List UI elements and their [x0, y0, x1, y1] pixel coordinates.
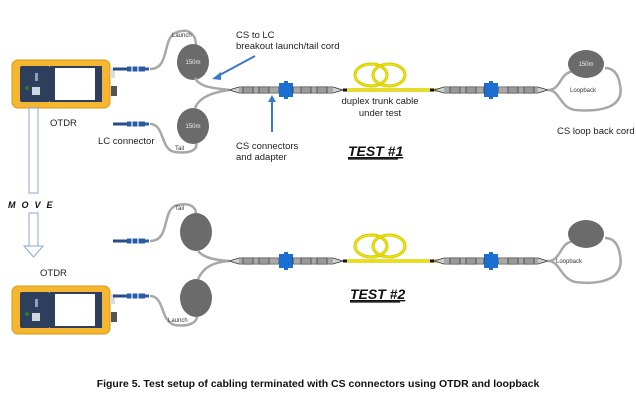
loopback-label-1: Loopback — [570, 88, 597, 94]
figure-caption: Figure 5. Test setup of cabling terminat… — [96, 378, 540, 390]
tail-spool-2 — [180, 213, 212, 251]
otdr-device-1 — [11, 59, 118, 109]
cs-adapter-right-1 — [429, 80, 549, 100]
cs-adapter-right-2 — [429, 251, 549, 271]
launch-label-1: Launch — [172, 33, 192, 39]
lc-connector-tail-2 — [113, 238, 149, 244]
otdr-device-2 — [11, 285, 118, 335]
test2-group: OTDR Tail Launch Loopback TEST #2 — [11, 203, 622, 335]
launch-spool-length-1: 150m — [185, 60, 200, 66]
cs-adapter-left-2 — [228, 251, 348, 271]
cs-adapter-left-1 — [228, 80, 348, 100]
lc-connector-label: LC connector — [98, 136, 155, 147]
loopback-cord-1 — [547, 66, 622, 112]
cs-label-1: CS connectors — [236, 141, 299, 152]
loopback-spool-length-1: 150m — [578, 62, 593, 68]
lc-connector-launch-2 — [113, 293, 149, 299]
lc-connector-tail-1 — [113, 121, 149, 127]
breakout-label-2: breakout launch/tail cord — [236, 41, 340, 52]
tail-label-1: Tail — [175, 146, 184, 152]
tail-label-2: Tail — [175, 206, 184, 212]
loopback-cord-label: CS loop back cord — [557, 126, 635, 137]
loopback-spool-1 — [568, 50, 604, 78]
otdr-label-2: OTDR — [40, 268, 67, 279]
launch-label-2: Launch — [168, 318, 188, 324]
launch-spool-2 — [180, 279, 212, 317]
tail-spool-length-1: 150m — [185, 124, 200, 130]
move-label: MOVE — [8, 200, 59, 210]
loopback-label-2: Loopback — [556, 259, 583, 265]
trunk-label-1: duplex trunk cable — [341, 96, 418, 107]
tail-spool-1 — [177, 108, 209, 144]
test1-group: OTDR 150m Launch 150m Tail LC connector … — [11, 29, 635, 163]
trunk-label-2: under test — [359, 108, 402, 119]
cs-label-2: and adapter — [236, 152, 287, 163]
test1-title: TEST #1 — [348, 143, 403, 159]
launch-spool-1 — [177, 44, 209, 80]
launch-fiber-1 — [149, 29, 198, 71]
breakout-pointer-arrow — [215, 55, 256, 78]
otdr-label-1: OTDR — [50, 118, 77, 129]
breakout-label-1: CS to LC — [236, 30, 275, 41]
loopback-spool-2 — [568, 220, 604, 248]
tail-fiber-1 — [149, 122, 198, 154]
loopback-cord-2 — [547, 236, 622, 284]
test2-title: TEST #2 — [350, 286, 405, 302]
lc-connector-launch-1 — [113, 66, 149, 72]
move-arrow: MOVE — [8, 107, 59, 258]
